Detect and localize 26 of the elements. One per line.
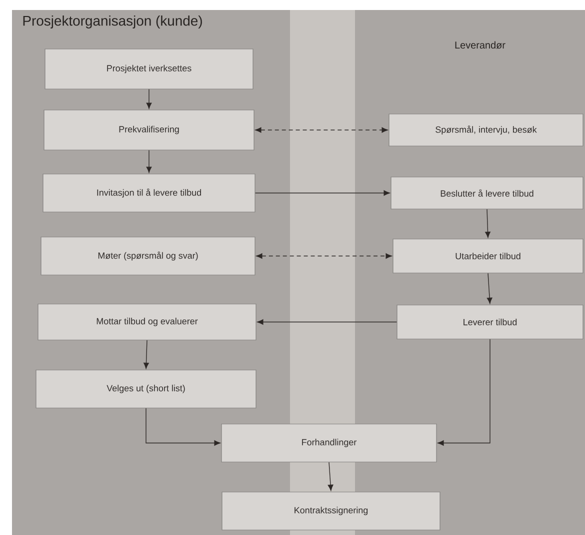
process-box: Velges ut (short list)	[36, 370, 256, 408]
process-box: Prekvalifisering	[44, 110, 254, 150]
process-box: Leverer tilbud	[396, 304, 584, 340]
arrow	[146, 408, 220, 446]
process-box: Beslutter å levere tilbud	[390, 176, 584, 210]
arrow	[144, 340, 149, 369]
process-box: Mottar tilbud og evaluerer	[38, 304, 256, 340]
arrow	[255, 127, 388, 133]
arrow	[254, 190, 390, 196]
arrow	[256, 253, 392, 259]
process-box: Utarbeider tilbud	[392, 238, 584, 274]
arrow	[146, 150, 152, 173]
process-box: Prosjektet iverksettes	[44, 48, 254, 90]
arrow	[328, 462, 334, 491]
process-box: Invitasjon til å levere tilbud	[42, 174, 256, 212]
arrow	[486, 272, 492, 304]
column-heading: Leverandør	[455, 41, 506, 49]
process-box: Møter (spørsmål og svar)	[40, 236, 256, 276]
arrow	[485, 208, 490, 238]
column-heading: Prosjektorganisasjon (kunde)	[23, 16, 202, 28]
arrow	[146, 88, 152, 109]
process-box: Kontraktssignering	[222, 492, 440, 530]
process-box: Spørsmål, intervju, besøk	[388, 114, 584, 146]
arrow	[438, 338, 490, 446]
process-box: Forhandlinger	[221, 424, 437, 462]
arrow	[257, 319, 398, 325]
